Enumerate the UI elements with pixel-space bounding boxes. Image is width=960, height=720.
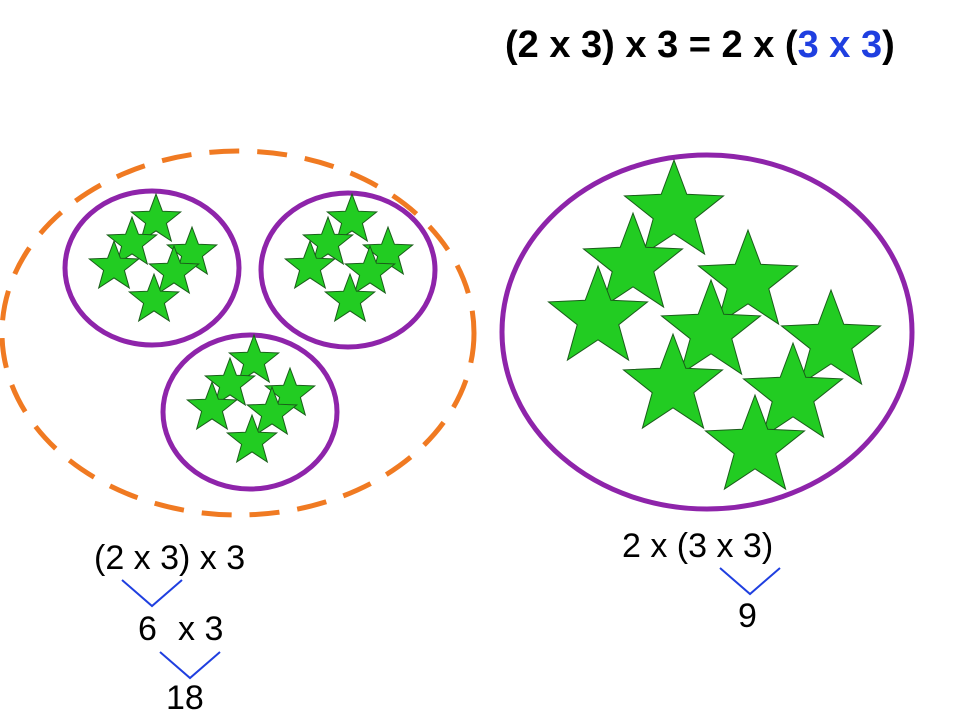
star-group-2-6 xyxy=(323,272,377,323)
star-group-2-4 xyxy=(283,239,337,290)
equation-title: (2 x 3) x 3 = 2 x (3 x 3) xyxy=(505,20,895,70)
star-big-9 xyxy=(704,393,806,491)
title-part-2: ) xyxy=(882,24,895,66)
bracket-right xyxy=(719,567,781,596)
star-group-3-1 xyxy=(227,333,281,384)
outer-dashed-group xyxy=(0,148,477,518)
title-highlight: 3 x 3 xyxy=(797,24,883,66)
left-expression: (2 x 3) x 3 xyxy=(94,539,246,577)
star-big-4 xyxy=(547,264,649,362)
left-step-value: 6 xyxy=(138,610,157,648)
star-group-1-6 xyxy=(127,272,181,323)
star-group-2-5 xyxy=(343,244,397,295)
big-group-circle xyxy=(499,152,915,512)
star-big-5 xyxy=(660,278,762,376)
star-group-3-5 xyxy=(245,385,299,436)
group-circle-3 xyxy=(160,332,340,492)
group-circle-2 xyxy=(258,190,438,350)
right-expression: 2 x (3 x 3) xyxy=(622,527,774,565)
star-group-2-1 xyxy=(325,192,379,243)
star-big-2 xyxy=(582,211,684,309)
star-big-1 xyxy=(623,158,725,256)
star-group-3-2 xyxy=(203,356,257,407)
left-result: 18 xyxy=(166,679,204,717)
star-big-3 xyxy=(697,228,799,326)
star-big-6 xyxy=(780,288,882,386)
star-group-1-2 xyxy=(105,215,159,266)
star-group-3-4 xyxy=(185,380,239,431)
star-big-8 xyxy=(742,341,844,439)
star-group-3-6 xyxy=(225,413,279,464)
star-big-7 xyxy=(622,332,724,430)
right-inner-result: 9 xyxy=(738,597,757,635)
group-circle-1 xyxy=(62,188,242,348)
bracket-left-bottom xyxy=(159,651,221,680)
star-group-2-2 xyxy=(301,215,355,266)
title-part-1: (2 x 3) x 3 = 2 x ( xyxy=(505,24,798,66)
left-step-multiplier: x 3 xyxy=(178,610,224,648)
bracket-left-top xyxy=(121,579,183,608)
stars-layer xyxy=(87,158,882,491)
star-group-1-1 xyxy=(129,192,183,243)
star-group-1-4 xyxy=(87,239,141,290)
star-group-1-5 xyxy=(147,244,201,295)
